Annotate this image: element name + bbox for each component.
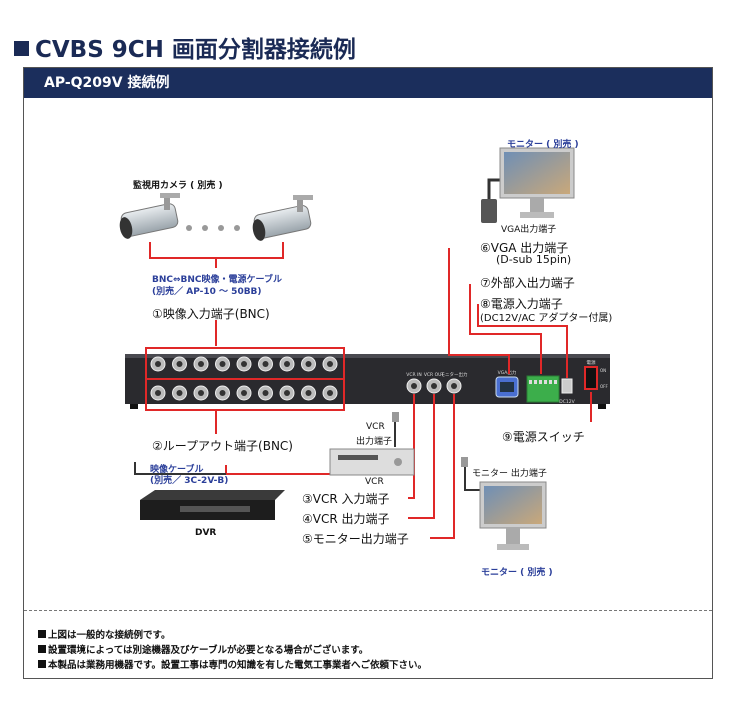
bnc-connector-core bbox=[176, 361, 183, 367]
bnc-connector-core bbox=[262, 390, 269, 396]
port8-sub: (DC12V/AC アダプター付属) bbox=[480, 313, 613, 324]
port9-label: ⑨電源スイッチ bbox=[502, 430, 585, 444]
vcr-monitor-connectors bbox=[406, 378, 462, 394]
ellipsis-dots bbox=[186, 225, 240, 231]
panel-header: AP-Q209V 接続例 bbox=[24, 68, 712, 98]
monitor-bottom-label: モニター ( 別売 ) bbox=[481, 568, 553, 578]
bnc-connector-core bbox=[305, 390, 312, 396]
camera-cable-line bbox=[149, 242, 284, 259]
diagram-panel bbox=[23, 67, 713, 679]
camera-left-icon bbox=[119, 193, 180, 239]
vcr-label: VCR bbox=[365, 477, 384, 487]
page-title: CVBS 9CH 画面分割器接続例 bbox=[14, 30, 356, 64]
bnc-connector-core bbox=[305, 361, 312, 367]
terminal-pin bbox=[549, 380, 552, 384]
power-print: 電源 bbox=[587, 359, 596, 366]
note-1: 上図は一般的な接続例です。 bbox=[38, 627, 171, 641]
note-2-text: 設置環境によっては別途機器及びケーブルが必要となる場合がございます。 bbox=[48, 645, 369, 656]
note-bullet-icon bbox=[38, 660, 46, 668]
vcr-out-print: VCR OUT bbox=[424, 372, 445, 378]
bnc-connector-core bbox=[327, 390, 333, 396]
vcr-icon bbox=[329, 448, 415, 476]
terminal-block-icon bbox=[526, 375, 560, 403]
monitor-out-print: モニター出力 bbox=[441, 371, 468, 378]
port6-label: ⑥VGA 出力端子 bbox=[480, 241, 569, 255]
bnc-connector-core bbox=[284, 361, 290, 367]
dc-jack-icon bbox=[561, 378, 573, 394]
bnc-connector-core bbox=[219, 361, 226, 367]
monitor-bottom-icon bbox=[479, 481, 547, 550]
note-bullet-icon bbox=[38, 645, 46, 653]
note-3: 本製品は業務用機器です。設置工事は専門の知識を有した電気工事業者へご依頼下さい。 bbox=[38, 657, 427, 671]
bnc-input-row bbox=[150, 356, 338, 401]
page-title-text: CVBS 9CH 画面分割器接続例 bbox=[35, 37, 356, 63]
bnc-connector-core bbox=[155, 390, 161, 396]
vcr-in-print: VCR IN bbox=[406, 372, 421, 378]
bnc-cable-model: (別売／ AP-10 ～ 50BB) bbox=[152, 287, 262, 297]
bnc-connector-core bbox=[219, 390, 226, 396]
bnc-connector-core bbox=[176, 390, 183, 396]
port8-label: ⑧電源入力端子 bbox=[480, 297, 563, 311]
on-print: ON bbox=[600, 368, 606, 373]
camera-right-icon bbox=[252, 195, 313, 241]
port3-label: ③VCR 入力端子 bbox=[302, 492, 390, 506]
terminal-pin bbox=[544, 380, 547, 384]
port1-label: ①映像入力端子(BNC) bbox=[152, 307, 270, 321]
note-bullet-icon bbox=[38, 630, 46, 638]
notes-divider bbox=[24, 610, 712, 611]
dvr-label: DVR bbox=[195, 528, 217, 538]
note-1-text: 上図は一般的な接続例です。 bbox=[48, 630, 171, 641]
monitor-out-label: モニター 出力端子 bbox=[472, 469, 547, 479]
terminal-pin bbox=[529, 380, 532, 384]
bnc-connector-core bbox=[327, 361, 333, 367]
vga-plug-icon bbox=[481, 199, 497, 223]
bnc-connector-core bbox=[155, 361, 161, 367]
port2-label: ②ループアウト端子(BNC) bbox=[152, 439, 293, 453]
vcr-terminal-label-2: 出力端子 bbox=[356, 437, 393, 447]
dvr-icon bbox=[140, 490, 285, 520]
vga-print: VGA出力 bbox=[498, 369, 517, 376]
note-2: 設置環境によっては別途機器及びケーブルが必要となる場合がございます。 bbox=[38, 642, 368, 656]
vga-port-icon bbox=[495, 376, 519, 398]
bnc-connector-core bbox=[262, 361, 269, 367]
bnc-connector-core bbox=[284, 390, 290, 396]
vga-out-label: VGA出力端子 bbox=[501, 225, 557, 235]
vcr-terminal-label: VCR bbox=[366, 422, 385, 432]
off-print: OFF bbox=[600, 384, 608, 389]
port6-sub: (D-sub 15pin) bbox=[496, 253, 572, 266]
bnc-cable-label: BNC⇔BNC映像・電源ケーブル bbox=[152, 275, 282, 285]
title-square-icon bbox=[14, 41, 29, 56]
note-3-text: 本製品は業務用機器です。設置工事は専門の知識を有した電気工事業者へご依頼下さい。 bbox=[48, 660, 428, 671]
terminal-pin bbox=[539, 380, 542, 384]
dc-print: DC12V bbox=[559, 399, 575, 405]
bnc-connector-core bbox=[198, 390, 204, 396]
video-cable-label: 映像ケーブル bbox=[150, 465, 204, 475]
bnc-connector-core bbox=[241, 390, 247, 396]
port4-label: ④VCR 出力端子 bbox=[302, 512, 390, 526]
bnc-connector-core bbox=[198, 361, 204, 367]
connection-lines bbox=[215, 248, 592, 539]
terminal-pin bbox=[534, 380, 537, 384]
monitor-top-label: モニター ( 別売 ) bbox=[507, 140, 579, 150]
port7-label: ⑦外部入出力端子 bbox=[480, 276, 575, 290]
power-switch-icon bbox=[584, 366, 598, 390]
bnc-connector-core bbox=[241, 361, 247, 367]
port5-label: ⑤モニター出力端子 bbox=[302, 532, 409, 546]
video-cable-model: (別売／ 3C-2V-B) bbox=[150, 476, 229, 486]
monitor-top-icon bbox=[499, 147, 575, 218]
camera-label: 監視用カメラ ( 別売 ) bbox=[133, 181, 223, 191]
terminal-pin bbox=[554, 380, 557, 384]
